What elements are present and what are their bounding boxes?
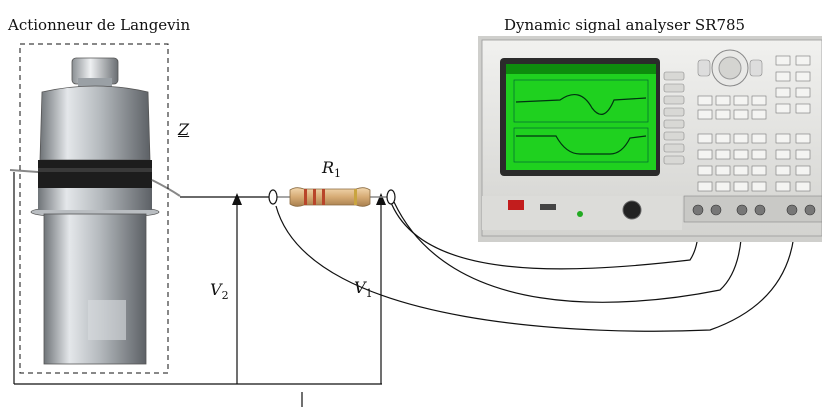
v2-label: V2: [210, 280, 229, 302]
v2-arrow: [232, 193, 242, 205]
resistor-label: R1: [322, 158, 341, 180]
probe-terminal-right: [387, 190, 395, 204]
v1-label: V1: [354, 278, 373, 300]
impedance-label: Z: [178, 120, 189, 139]
v2-symbol: V: [210, 280, 222, 299]
analyser-label: Dynamic signal analyser SR785: [504, 16, 745, 34]
probe-terminal-left: [269, 190, 277, 204]
v1-arrow: [376, 193, 386, 205]
v1-symbol: V: [354, 278, 366, 297]
resistor-symbol: R: [322, 158, 334, 177]
transducer-label: Actionneur de Langevin: [8, 16, 190, 34]
sr785-analyser: [478, 36, 822, 242]
v2-subscript: 2: [222, 289, 229, 302]
resistor-r1: [272, 188, 390, 207]
v1-subscript: 1: [366, 287, 373, 300]
langevin-transducer: [10, 58, 180, 364]
resistor-subscript: 1: [334, 167, 341, 180]
